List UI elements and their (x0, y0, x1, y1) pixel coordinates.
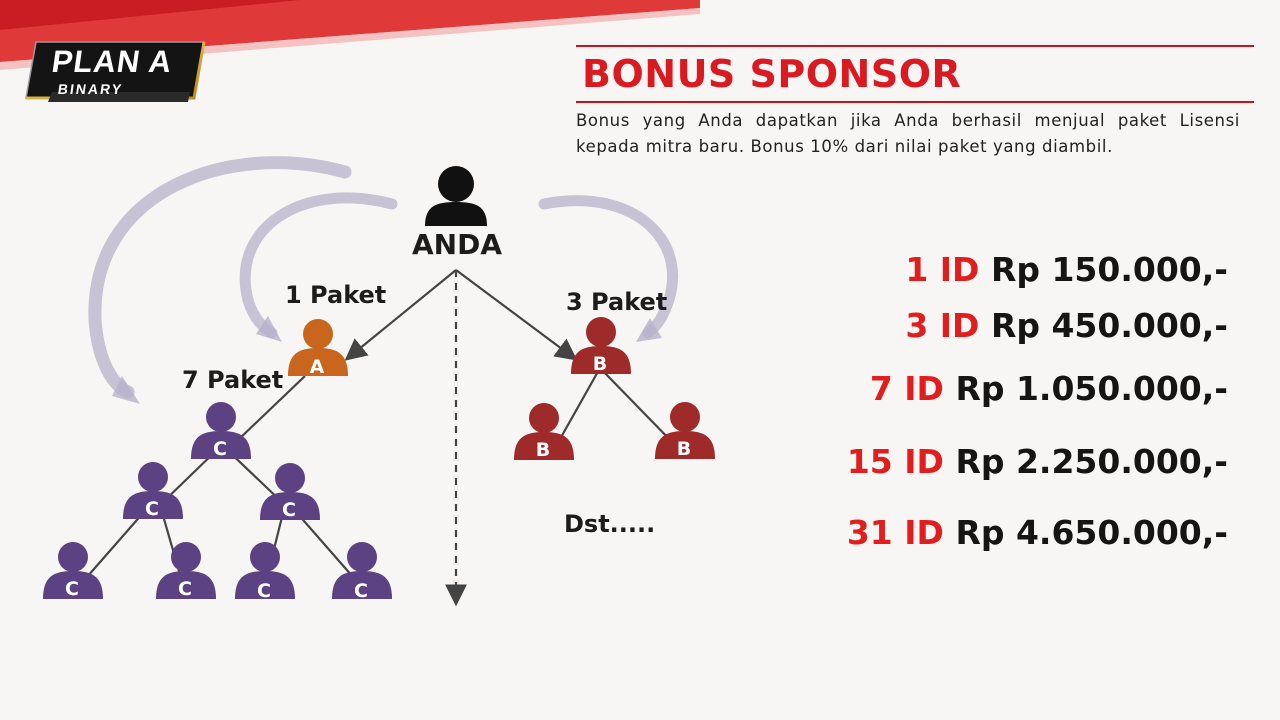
node-letter: C (65, 578, 79, 600)
title-rule-top (576, 45, 1254, 47)
bonus-row: 1 ID Rp 150.000,- (905, 250, 1228, 289)
bonus-row: 7 ID Rp 1.050.000,- (870, 369, 1228, 408)
root-person-icon (425, 166, 487, 226)
continuation-label: Dst..... (564, 510, 656, 538)
bonus-id: 1 ID (905, 250, 980, 289)
bonus-id: 31 ID (846, 513, 944, 552)
node-letter: C (354, 580, 368, 602)
bonus-amount: Rp 4.650.000,- (955, 513, 1228, 552)
description-text: Bonus yang Anda dapatkan jika Anda berha… (576, 111, 1240, 156)
line-b-b3 (599, 367, 679, 449)
bonus-flow-arcs (88, 156, 678, 404)
bonus-id: 7 ID (869, 369, 944, 408)
paket-1-label: 1 Paket (285, 281, 387, 309)
bonus-amount: Rp 1.050.000,- (955, 369, 1228, 408)
line-root-a (344, 269, 457, 361)
node-letter: C (282, 499, 296, 521)
line-root-b (455, 269, 578, 361)
paket-7-label: 7 Paket (182, 366, 284, 394)
arc-to-c-head (112, 376, 140, 404)
page-title: BONUS SPONSOR (582, 52, 962, 96)
node-letter: B (677, 438, 691, 460)
paket-3-label: 3 Paket (566, 288, 668, 316)
node-letter: B (536, 439, 550, 461)
node-letter: C (257, 580, 271, 602)
bonus-row: 15 ID Rp 2.250.000,- (847, 442, 1228, 481)
plan-badge: PLAN A BINARY (18, 40, 208, 110)
node-letter: C (213, 438, 227, 460)
tree-lines (79, 269, 679, 607)
node-letter: A (310, 356, 325, 378)
binary-tree-diagram: A B B B C C C C C C C (43, 156, 715, 607)
root-label: ANDA (412, 228, 503, 261)
arc-to-c (88, 156, 352, 399)
arc-to-a-head (256, 316, 282, 342)
bonus-id: 3 ID (905, 306, 980, 345)
bonus-amount: Rp 450.000,- (990, 306, 1228, 345)
line-a-c1 (237, 375, 306, 441)
bonus-amount: Rp 150.000,- (990, 250, 1228, 289)
node-letter: C (145, 498, 159, 520)
bonus-row: 3 ID Rp 450.000,- (905, 306, 1228, 345)
line-b-b2 (554, 367, 601, 449)
node-letter: C (178, 578, 192, 600)
arc-to-b-head (636, 318, 662, 342)
arc-to-a (239, 192, 398, 339)
title-rule-bottom (576, 101, 1254, 103)
bonus-amount: Rp 2.250.000,- (955, 442, 1228, 481)
bonus-row: 31 ID Rp 4.650.000,- (847, 513, 1228, 552)
bonus-id: 15 ID (846, 442, 944, 481)
node-letter: B (593, 353, 607, 375)
badge-shape (25, 41, 206, 102)
